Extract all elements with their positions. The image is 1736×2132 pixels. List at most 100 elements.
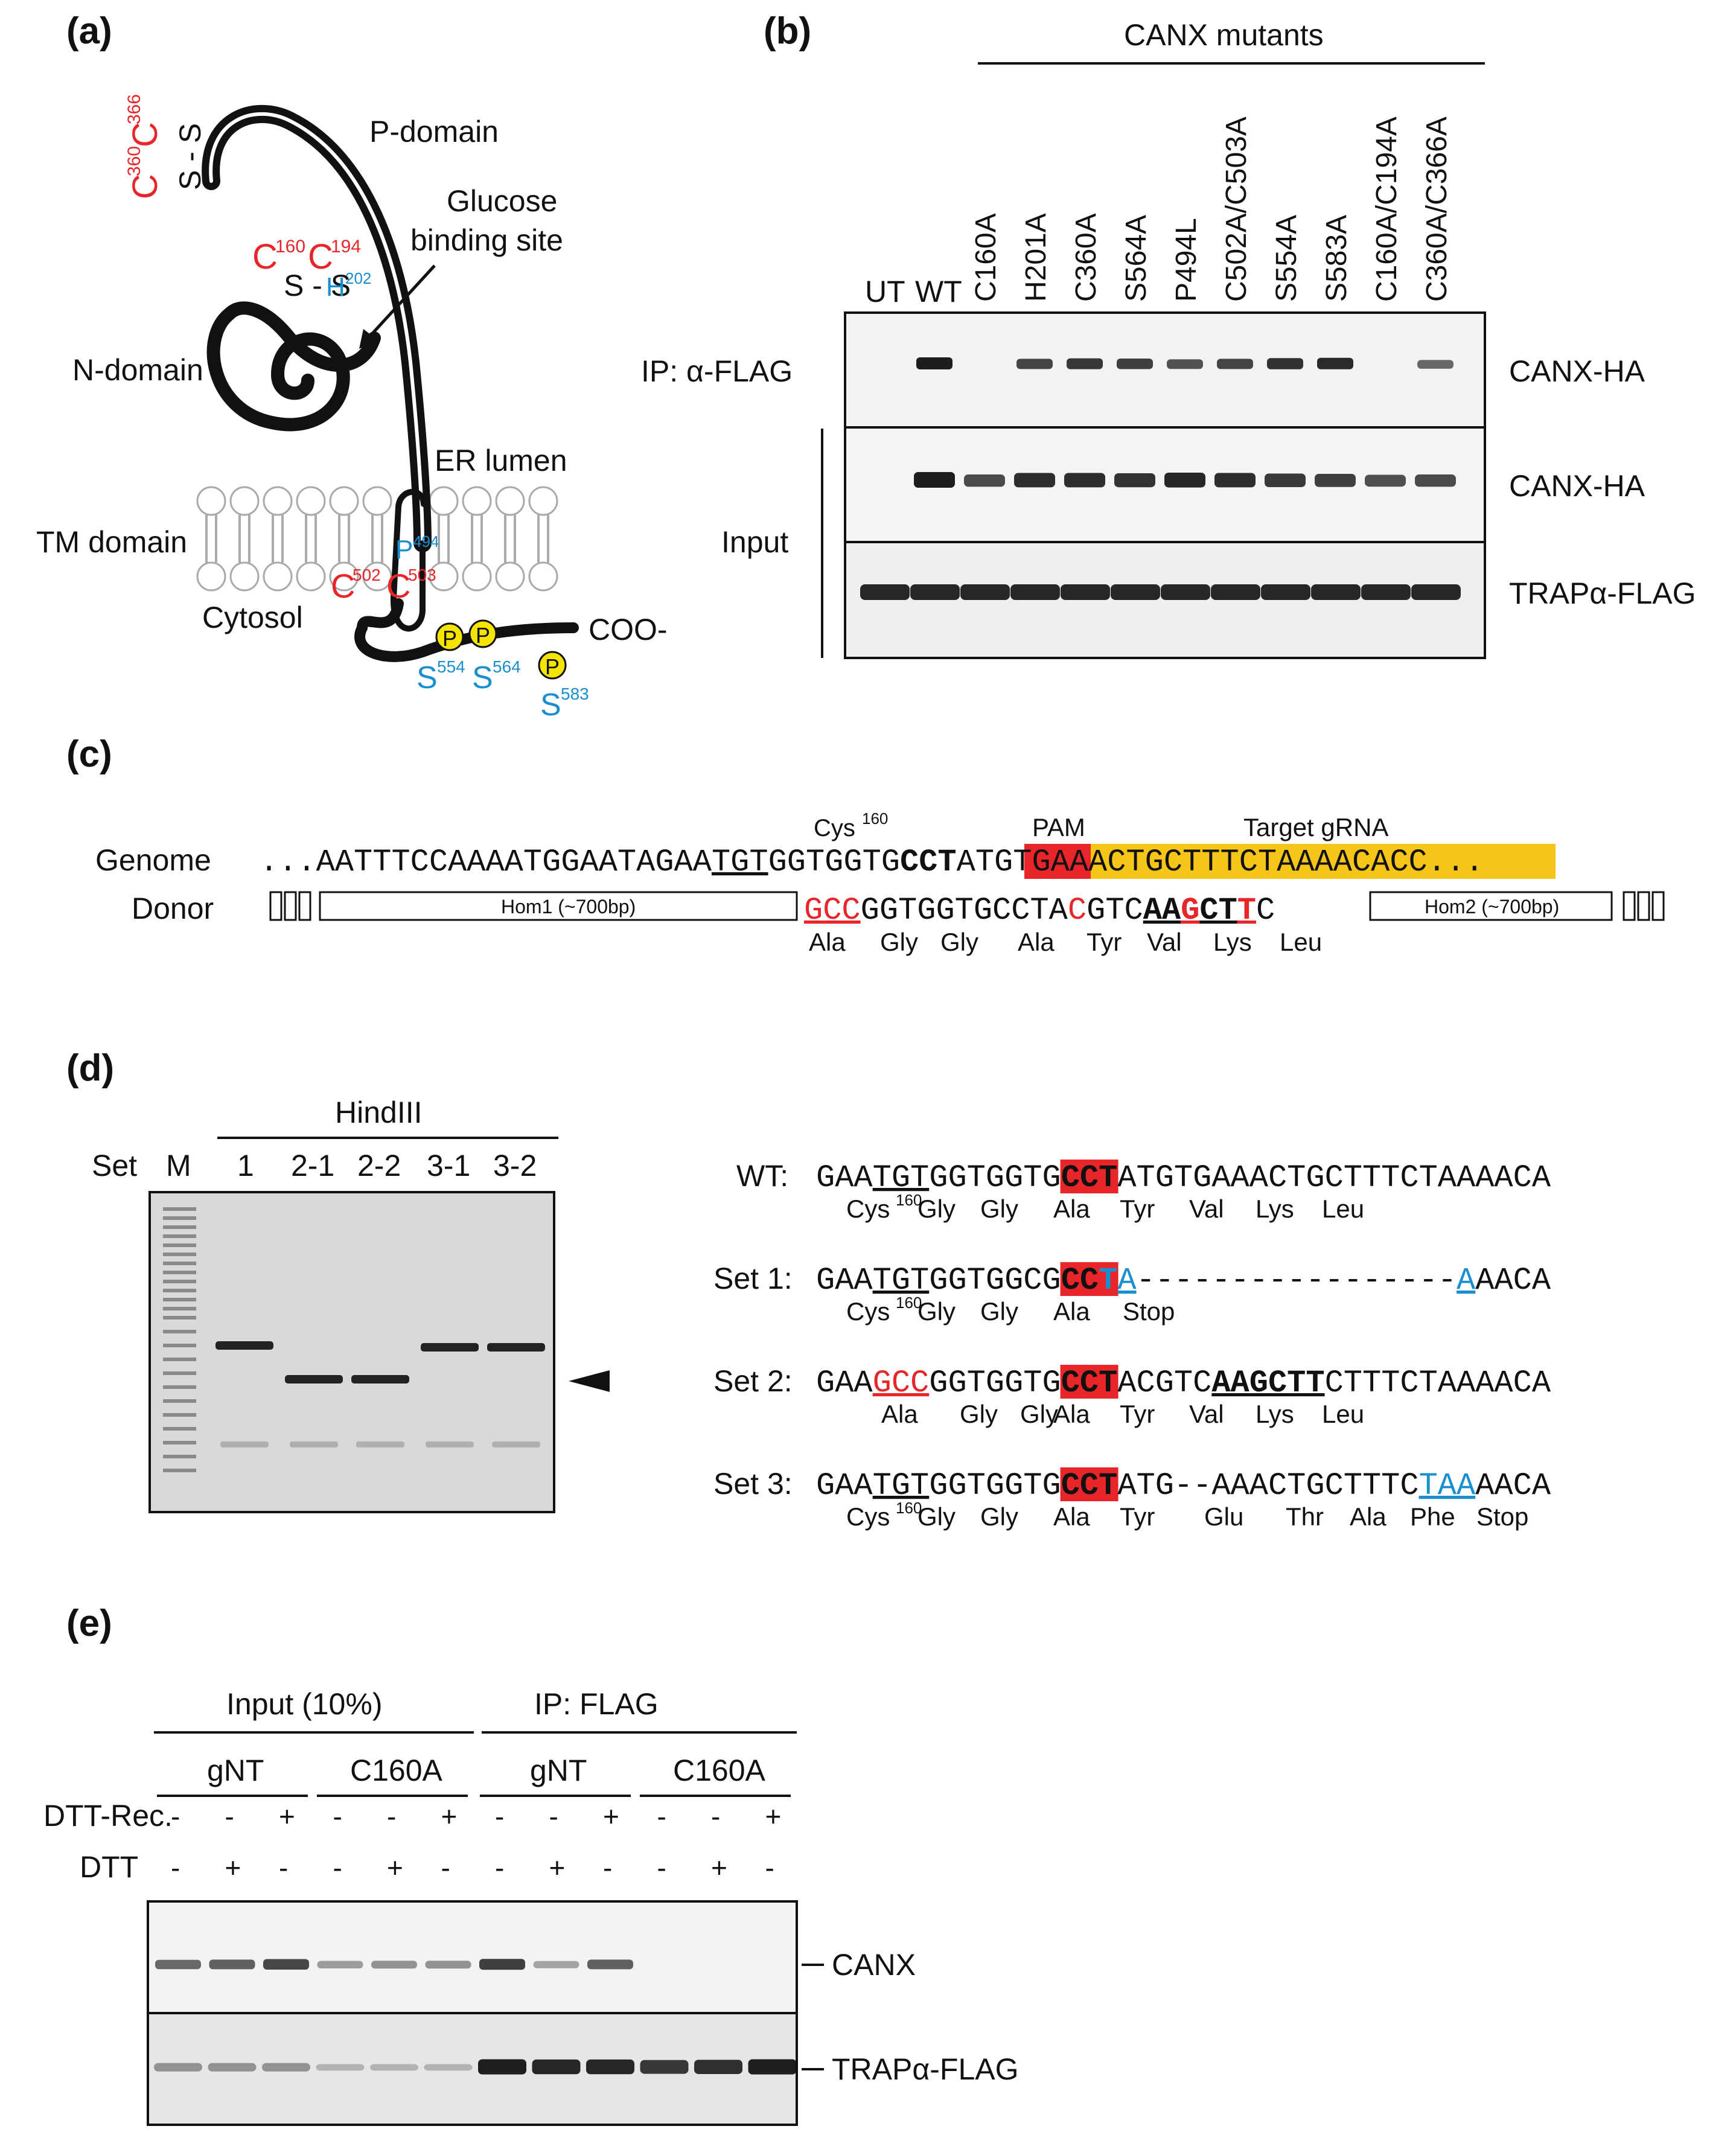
- ip-header: IP: FLAG: [534, 1687, 659, 1721]
- alignment-amino-acid: Leu: [1322, 1400, 1364, 1428]
- alignment-amino-acid: Gly: [917, 1297, 956, 1326]
- dtt-sign: -: [279, 1852, 288, 1883]
- alignment-amino-acid: Gly: [980, 1297, 1018, 1326]
- lane-label: S564A: [1120, 215, 1152, 302]
- gel-lane-label: 2-1: [291, 1149, 334, 1182]
- alignment-amino-acid: Phe: [1410, 1502, 1455, 1531]
- alignment-amino-acid: Ala: [1350, 1502, 1387, 1531]
- canx-band: [371, 1961, 417, 1969]
- dtt-sign: -: [441, 1852, 450, 1883]
- svg-text:583: 583: [561, 685, 589, 703]
- trap-band: [1261, 584, 1310, 600]
- svg-text:C: C: [126, 174, 165, 199]
- alignment-amino-acid: Leu: [1322, 1195, 1364, 1223]
- svg-text:494: 494: [413, 532, 439, 551]
- dtt-sign: +: [387, 1852, 403, 1883]
- canx-label-e: CANX: [832, 1948, 916, 1982]
- dtt-rec-sign: -: [549, 1801, 558, 1832]
- ladder-band: [163, 1385, 196, 1389]
- ip-band: [1117, 359, 1153, 369]
- lipid-tail: [205, 515, 217, 563]
- lipid-tail: [272, 515, 284, 563]
- er-lumen-label: ER lumen: [435, 444, 567, 477]
- gel-band: [487, 1343, 545, 1352]
- ladder-band: [163, 1399, 196, 1403]
- amino-acid: Ala: [809, 928, 846, 956]
- panel-b-bands: [860, 357, 1461, 600]
- ladder-band: [163, 1330, 196, 1333]
- svg-text:366: 366: [124, 94, 144, 124]
- group-label: C160A: [673, 1754, 766, 1787]
- amino-acid: Gly: [880, 928, 918, 956]
- alignment-amino-acid: Gly: [960, 1400, 998, 1428]
- glucose-arrow-head: [359, 329, 377, 349]
- trap-band: [960, 584, 1010, 600]
- tm-domain-label: TM domain: [36, 525, 187, 559]
- trap-blot-e: [147, 2012, 798, 2126]
- input-band: [914, 472, 955, 488]
- svg-text:160: 160: [862, 809, 888, 828]
- donor-label: Donor: [132, 892, 214, 925]
- gel-band: [421, 1343, 479, 1352]
- svg-text:P: P: [476, 623, 490, 648]
- canx-band: [209, 1959, 255, 1970]
- ladder-band: [163, 1271, 196, 1274]
- alignment-amino-acid: Tyr: [1120, 1195, 1155, 1223]
- alignment-amino-acid: Val: [1189, 1195, 1224, 1223]
- ss-bond-n: S - S: [284, 269, 351, 302]
- ladder-band: [163, 1316, 196, 1320]
- gel: [148, 1191, 555, 1513]
- arrowhead-icon: [569, 1370, 610, 1392]
- group-label: gNT: [530, 1754, 587, 1787]
- lipid-head-bottom: [429, 561, 459, 592]
- lipid-tail: [504, 515, 516, 563]
- dtt-rec-sign: +: [279, 1801, 295, 1832]
- alignment-amino-acid: Lys: [1256, 1195, 1294, 1223]
- ladder-band: [163, 1262, 196, 1265]
- c360-c366-labels: C 360 C 366: [124, 94, 165, 199]
- lipid-head-top: [263, 486, 293, 516]
- ip-band: [1217, 359, 1253, 369]
- canx-mutants-header: CANX mutants: [1124, 18, 1324, 52]
- dtt-sign: +: [549, 1852, 566, 1883]
- n-domain-label: N-domain: [72, 353, 203, 387]
- alignment-label: WT:: [736, 1159, 788, 1193]
- alignment-amino-acid: Ala: [1053, 1400, 1090, 1428]
- lipid-tail: [471, 515, 483, 563]
- input-band: [1365, 474, 1406, 487]
- dtt-label: DTT: [80, 1850, 138, 1884]
- lipid-head-bottom: [296, 561, 326, 592]
- input-band: [1265, 473, 1306, 487]
- lipid-head-top: [329, 486, 359, 516]
- panel-e-label: (e): [66, 1603, 112, 1644]
- panel-c: (c) Cys 160 PAM Target gRNA Genome Donor…: [66, 733, 1665, 956]
- lipid-head-bottom: [362, 561, 392, 592]
- trap-label-e: TRAPα-FLAG: [832, 2052, 1019, 2086]
- trap-band: [424, 2064, 473, 2071]
- trap-band: [262, 2063, 310, 2072]
- alignment-amino-acid: Glu: [1204, 1502, 1243, 1531]
- group-label: gNT: [207, 1754, 264, 1787]
- alignment-amino-acid: Tyr: [1120, 1502, 1155, 1531]
- panel-a-label: (a): [66, 10, 112, 52]
- svg-text:194: 194: [331, 237, 361, 257]
- lane-label: C360A/C366A: [1421, 116, 1453, 302]
- h202-label: H: [326, 272, 345, 302]
- pam-highlight: [1024, 844, 1091, 879]
- primer-band: [220, 1441, 269, 1447]
- ss-bond-p: S - S: [173, 123, 207, 190]
- ip-band: [1016, 359, 1053, 369]
- alignment-amino-acid: Stop: [1476, 1502, 1528, 1531]
- trap-band: [532, 2059, 581, 2075]
- ip-band: [1067, 358, 1103, 369]
- input-band: [1214, 473, 1256, 488]
- canx-blot-e: [147, 1900, 798, 2014]
- canx-band: [263, 1959, 309, 1970]
- trap-band: [316, 2064, 365, 2071]
- primer-band: [356, 1441, 404, 1447]
- lane-label: UT: [865, 275, 905, 308]
- set-label: Set: [92, 1149, 137, 1182]
- svg-text:202: 202: [345, 269, 371, 287]
- lipid-head-top: [229, 486, 260, 516]
